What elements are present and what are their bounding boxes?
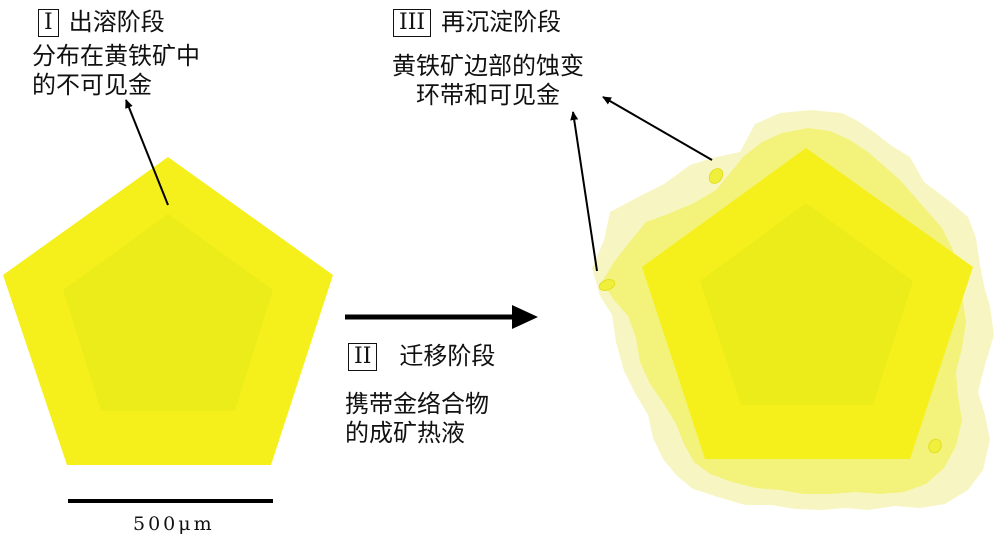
pointer-arrow-stage3-left: [570, 111, 598, 272]
pointer-arrow-stage1: [125, 99, 169, 206]
stage3-heading: III 再沉淀阶段: [393, 8, 561, 37]
visible-gold-grain: [708, 168, 724, 184]
migration-arrow: [345, 305, 538, 329]
stage3-description: 黄铁矿边部的蚀变 环带和可见金: [392, 52, 584, 110]
stage2-numeral: II: [348, 342, 378, 371]
stage3-numeral: III: [393, 8, 432, 37]
stage2-description: 携带金络合物 的成矿热液: [345, 390, 489, 448]
stage3-title: 再沉淀阶段: [441, 8, 562, 36]
stage3-desc-line2: 环带和可见金: [416, 81, 560, 109]
stage1-label: I 出溶阶段: [38, 8, 165, 37]
stage1-desc-line1: 分布在黄铁矿中: [32, 42, 200, 70]
stage2-heading: II 迁移阶段: [348, 342, 495, 371]
pyrite-inner-core-stage3: [700, 203, 913, 405]
pointer-arrow-stage3-right: [602, 96, 713, 161]
scale-bar-label: 500μm: [133, 513, 215, 535]
stage3-desc-line1: 黄铁矿边部的蚀变: [392, 52, 584, 80]
stage1-numeral: I: [38, 8, 59, 37]
pyrite-crystal-stage1: [3, 157, 333, 465]
stage2-title: 迁移阶段: [399, 342, 496, 370]
stage1-desc-line2: 的不可见金: [32, 71, 152, 99]
visible-gold-grain: [598, 279, 616, 291]
stage3-label: III 再沉淀阶段: [393, 8, 561, 37]
stage1-heading: I 出溶阶段: [38, 8, 165, 37]
visible-gold-grain: [928, 438, 942, 454]
altered-pyrite-stage3: [592, 110, 994, 510]
stage2-desc-line2: 的成矿热液: [345, 419, 465, 447]
stage2-desc-line1: 携带金络合物: [345, 390, 489, 418]
stage2-label: II 迁移阶段: [348, 342, 495, 371]
stage1-title: 出溶阶段: [68, 8, 165, 36]
stage1-description: 分布在黄铁矿中 的不可见金: [32, 42, 200, 100]
pyrite-inner-core: [63, 214, 273, 411]
